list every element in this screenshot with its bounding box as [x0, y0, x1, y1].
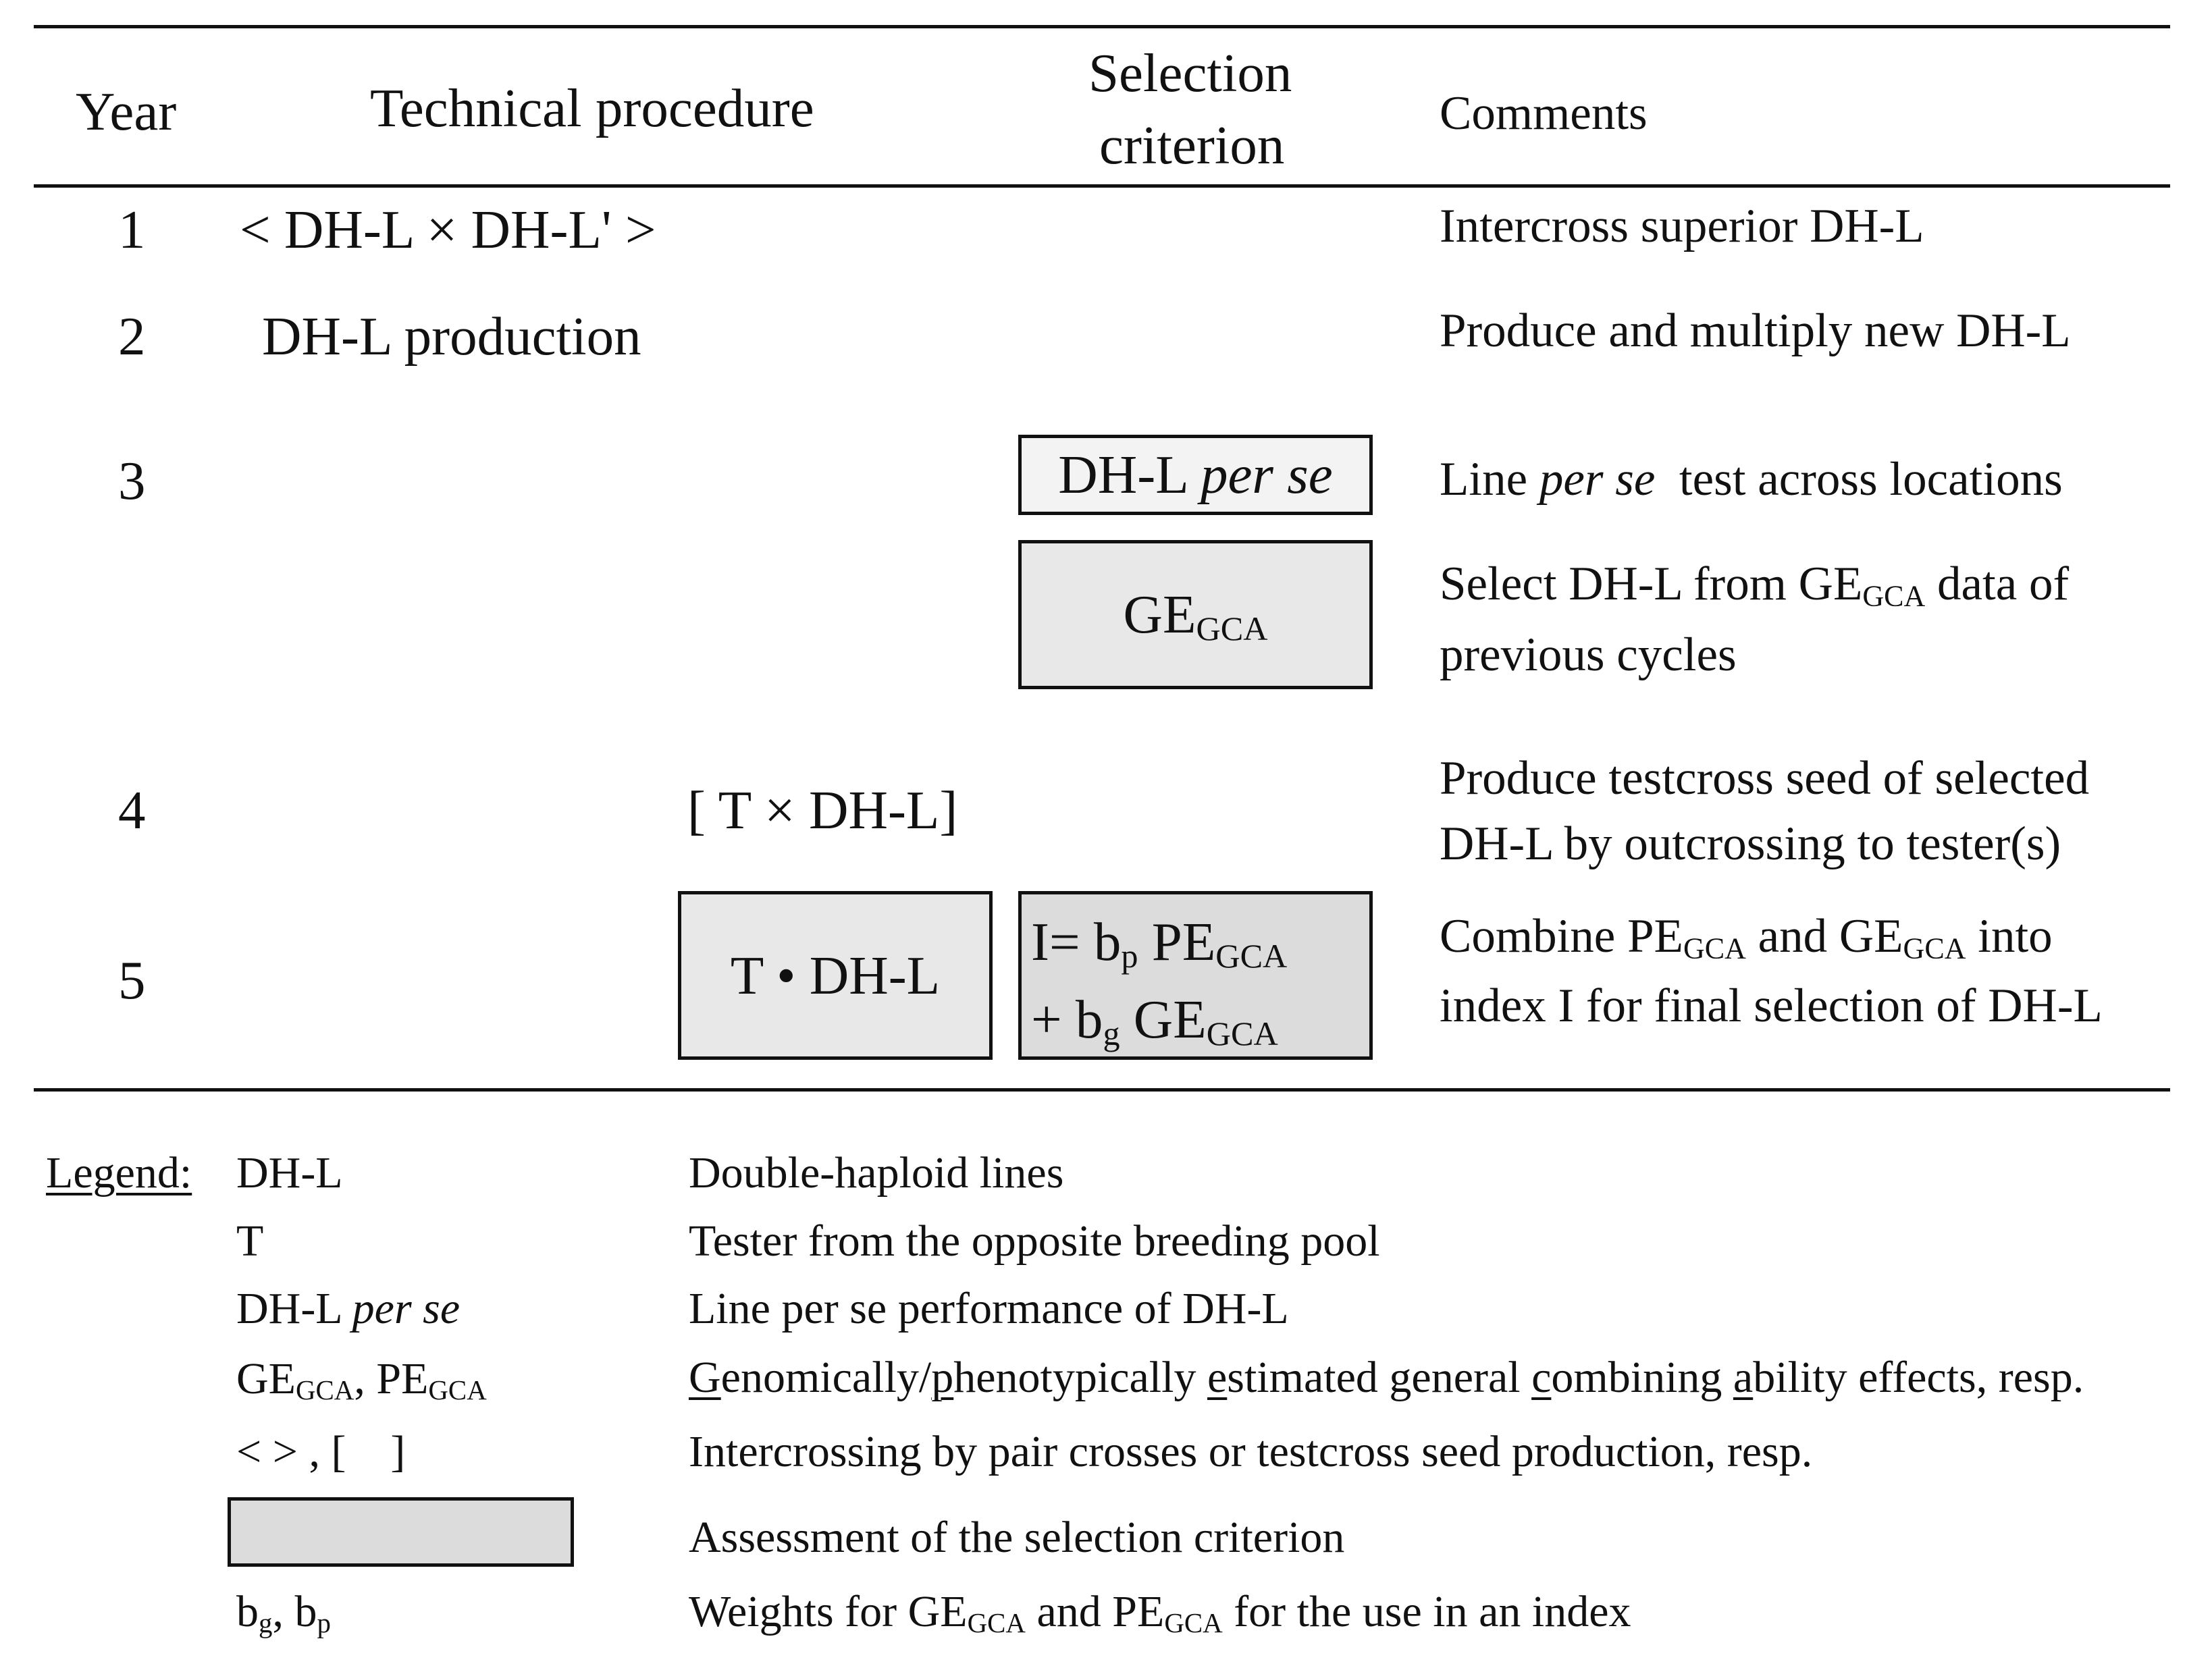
legend-sample-box: [228, 1497, 574, 1567]
header-rule: [34, 184, 2170, 188]
row5-comment-line1: Combine PEGCA and GEGCA into: [1440, 910, 2053, 965]
legend-desc-box: Assessment of the selection criterion: [689, 1513, 1345, 1562]
row2-procedure: DH-L production: [262, 306, 641, 367]
procedure-box-testcross: T • DH-L: [678, 891, 993, 1060]
criterion-box-index: I= bp PEGCA + bg GEGCA: [1018, 891, 1373, 1060]
legend-desc-dhl: Double-haploid lines: [689, 1148, 1064, 1198]
index-line2: + bg GEGCA: [1031, 989, 1278, 1053]
row3-comment-b-line2: previous cycles: [1440, 628, 1737, 681]
criterion-per-se-italic: per se: [1200, 444, 1333, 505]
index-line1: I= bp PEGCA: [1031, 911, 1288, 975]
header-selection-line2: criterion: [1099, 115, 1285, 176]
criterion-per-se-main: DH-L: [1058, 444, 1187, 505]
row4-procedure: [ T × DH-L]: [687, 780, 958, 840]
row5-comment-line2: index I for final selection of DH-L: [1440, 979, 2103, 1032]
row2-comment: Produce and multiply new DH-L: [1440, 304, 2071, 357]
header-selection-line1: Selection: [1088, 43, 1292, 103]
bottom-rule: [34, 1088, 2170, 1092]
row3-comment-b-line1: Select DH-L from GEGCA data of: [1440, 558, 2070, 613]
legend-term-brackets: < > , [ ]: [236, 1427, 406, 1476]
row4-comment-line1: Produce testcross seed of selected: [1440, 752, 2090, 805]
row1-comment: Intercross superior DH-L: [1440, 200, 1924, 252]
legend-desc-weights: Weights for GEGCA and PEGCA for the use …: [689, 1587, 1631, 1638]
criterion-box-per-se: DH-L per se: [1018, 435, 1373, 515]
legend-title: Legend:: [46, 1148, 192, 1198]
header-year: Year: [76, 81, 177, 142]
top-rule: [34, 25, 2170, 28]
legend-term-gca: GEGCA, PEGCA: [236, 1354, 487, 1405]
row1-year: 1: [118, 199, 146, 260]
legend-desc-per-se: Line per se performance of DH-L: [689, 1284, 1289, 1333]
legend-term-dhl: DH-L: [236, 1148, 343, 1198]
row5-year: 5: [118, 950, 146, 1011]
row2-year: 2: [118, 306, 146, 367]
legend-desc-t: Tester from the opposite breeding pool: [689, 1216, 1380, 1266]
legend-term-per-se: DH-L per se: [236, 1284, 460, 1333]
row4-year: 4: [118, 780, 146, 840]
row1-procedure: < DH-L × DH-L' >: [240, 199, 656, 260]
row3-year: 3: [118, 450, 146, 511]
header-comments: Comments: [1440, 87, 1648, 140]
legend-term-t: T: [236, 1216, 264, 1266]
legend-desc-gca: Genomically/phenotypically estimated gen…: [689, 1353, 2084, 1402]
legend-desc-brackets: Intercrossing by pair crosses or testcro…: [689, 1427, 1813, 1476]
criterion-box-ge-gca: GEGCA: [1018, 540, 1373, 689]
row3-comment-a: Line per se test across locations: [1440, 453, 2063, 506]
row4-comment-line2: DH-L by outcrossing to tester(s): [1440, 817, 2061, 870]
header-technical-procedure: Technical procedure: [370, 78, 814, 138]
legend-term-weights: bg, bp: [236, 1587, 331, 1638]
